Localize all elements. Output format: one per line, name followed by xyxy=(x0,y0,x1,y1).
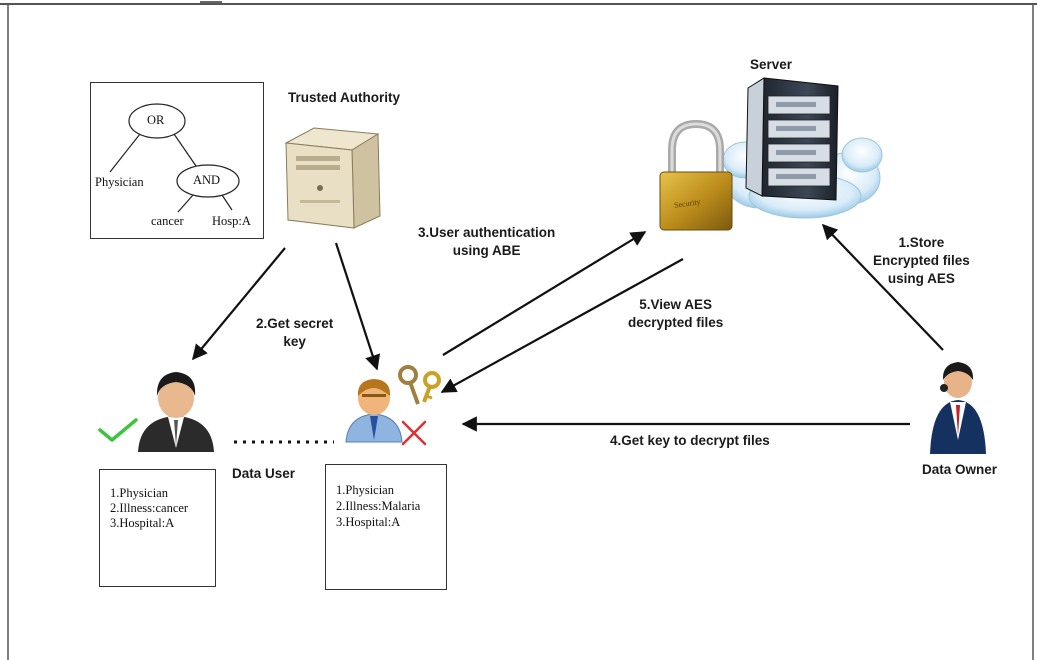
data-owner-label: Data Owner xyxy=(922,462,998,477)
policy-and-label: AND xyxy=(193,173,221,187)
user1-attr-2: 2.Illness:cancer xyxy=(110,501,189,515)
or-node xyxy=(128,103,186,139)
policy-hosp-label: Hosp:A xyxy=(212,214,251,228)
arrow-store-encrypted xyxy=(821,223,944,351)
data-user-label: Data User xyxy=(232,466,296,481)
policy-physician-label: Physician xyxy=(95,175,144,189)
arrow-view-decrypted xyxy=(440,258,684,393)
and-node xyxy=(176,164,240,198)
policy-root-label: OR xyxy=(147,113,165,127)
server-label: Server xyxy=(750,57,793,72)
user1-attr-3: 3.Hospital:A xyxy=(110,516,175,530)
arrow-user-auth xyxy=(442,231,647,356)
trusted-authority-label: Trusted Authority xyxy=(288,90,401,105)
user1-attributes-box: 1.Physician 2.Illness:cancer 3.Hospital:… xyxy=(99,469,216,587)
arrow-ta-to-user2 xyxy=(334,242,381,371)
step4-label: 4.Get key to decrypt files xyxy=(610,433,770,448)
arrow-ta-to-user1 xyxy=(192,247,286,361)
user1-attr-1: 1.Physician xyxy=(110,486,168,500)
user2-attr-1: 1.Physician xyxy=(336,483,394,497)
user2-attr-3: 3.Hospital:A xyxy=(336,515,401,529)
user2-attr-2: 2.Illness:Malaria xyxy=(336,499,421,513)
user2-attributes-box: 1.Physician 2.Illness:Malaria 3.Hospital… xyxy=(325,464,447,590)
policy-cancer-label: cancer xyxy=(151,214,184,228)
